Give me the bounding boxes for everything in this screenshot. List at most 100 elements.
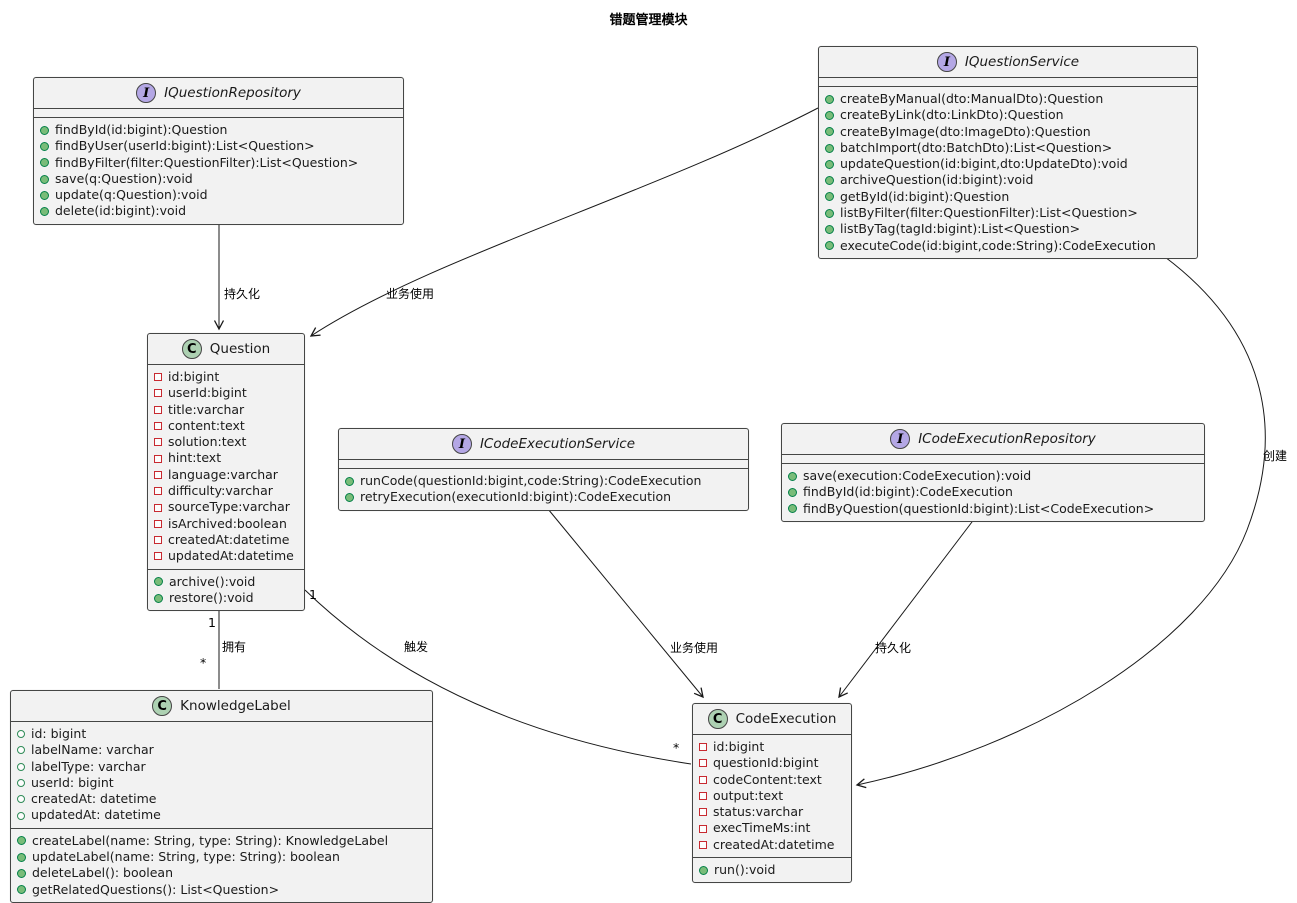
- methods-compartment: run():void: [693, 857, 851, 882]
- method-icon: [788, 487, 797, 497]
- member-text: status:varchar: [713, 804, 804, 820]
- edge-label-use-bottom: 业务使用: [670, 641, 719, 655]
- member-row: labelName: varchar: [17, 742, 426, 758]
- member-text: createByLink(dto:LinkDto):Question: [840, 107, 1064, 123]
- member-row: createdAt:datetime: [699, 837, 845, 853]
- class-name: ICodeExecutionService: [479, 436, 636, 452]
- member-row: retryExecution(executionId:bigint):CodeE…: [345, 489, 742, 505]
- member-row: executeCode(id:bigint,code:String):CodeE…: [825, 238, 1191, 254]
- method-icon: [825, 192, 834, 202]
- edge-create-service-to-codeexecution: [855, 256, 1266, 789]
- field-private-icon: [154, 470, 162, 479]
- member-row: findByUser(userId:bigint):List<Question>: [40, 138, 397, 154]
- method-icon: [825, 176, 834, 186]
- class-header: C KnowledgeLabel: [11, 691, 432, 722]
- member-text: id:bigint: [713, 739, 765, 754]
- field-private-icon: [699, 743, 707, 752]
- member-row: batchImport(dto:BatchDto):List<Question>: [825, 140, 1191, 156]
- member-text: findByFilter(filter:QuestionFilter):List…: [55, 154, 359, 170]
- method-icon: [699, 865, 708, 875]
- member-text: createdAt:datetime: [713, 836, 835, 852]
- class-box-icodeexecutionrepository: I ICodeExecutionRepository save(executio…: [781, 423, 1205, 522]
- member-text: codeContent:text: [713, 771, 822, 787]
- member-text: id:bigint: [168, 369, 220, 384]
- interface-badge-icon: I: [890, 429, 911, 449]
- member-text: findByQuestion(questionId:bigint):List<C…: [803, 500, 1155, 516]
- edge-label-persist-bottom: 持久化: [875, 641, 912, 655]
- member-row: id:bigint: [699, 739, 845, 755]
- member-row: createByManual(dto:ManualDto):Question: [825, 91, 1191, 107]
- class-header: C CodeExecution: [693, 704, 851, 735]
- member-text: questionId:bigint: [713, 755, 819, 771]
- field-public-icon: [17, 795, 25, 804]
- field-public-icon: [17, 779, 25, 788]
- member-text: labelName: varchar: [31, 742, 154, 758]
- member-text: title:varchar: [168, 401, 245, 417]
- class-header: C Question: [148, 334, 304, 365]
- method-icon: [825, 208, 834, 218]
- edge-label-create: 创建: [1263, 449, 1288, 463]
- member-row: findById(id:bigint):Question: [40, 122, 397, 138]
- member-row: sourceType:varchar: [154, 499, 298, 515]
- edge-label-use-top: 业务使用: [386, 287, 435, 301]
- method-icon: [825, 110, 834, 120]
- field-public-icon: [17, 762, 25, 771]
- member-text: output:text: [713, 787, 784, 803]
- member-text: deleteLabel(): boolean: [32, 865, 174, 881]
- edge-label-trigger: 触发: [404, 640, 429, 654]
- method-icon: [825, 94, 834, 104]
- member-row: createdAt: datetime: [17, 791, 426, 807]
- member-row: hint:text: [154, 450, 298, 466]
- member-row: language:varchar: [154, 467, 298, 483]
- field-private-icon: [154, 503, 162, 512]
- member-row: findByFilter(filter:QuestionFilter):List…: [40, 155, 397, 171]
- edge-use-codeexecservice-to-codeexecution: [547, 508, 704, 699]
- class-box-iquestionservice: I IQuestionService createByManual(dto:Ma…: [818, 46, 1198, 259]
- diagram-title: 错题管理模块: [609, 13, 688, 28]
- class-badge-icon: C: [707, 709, 728, 729]
- multiplicity-trigger-one: 1: [309, 587, 317, 602]
- member-row: createLabel(name: String, type: String):…: [17, 833, 426, 849]
- member-text: sourceType:varchar: [168, 499, 290, 515]
- member-row: update(q:Question):void: [40, 187, 397, 203]
- class-header: I ICodeExecutionService: [339, 429, 748, 460]
- member-row: id: bigint: [17, 726, 426, 742]
- member-text: updateQuestion(id:bigint,dto:UpdateDto):…: [840, 156, 1128, 172]
- interface-badge-icon: I: [451, 434, 472, 454]
- class-badge-icon: C: [152, 696, 173, 716]
- member-row: createdAt:datetime: [154, 532, 298, 548]
- class-header: I ICodeExecutionRepository: [782, 424, 1204, 455]
- class-name: Question: [209, 341, 271, 357]
- method-icon: [40, 207, 49, 217]
- field-private-icon: [154, 405, 162, 414]
- method-icon: [40, 125, 49, 135]
- attributes-compartment: [34, 109, 403, 117]
- field-public-icon: [17, 730, 25, 739]
- member-text: restore():void: [169, 589, 254, 605]
- member-text: createdAt: datetime: [31, 791, 157, 807]
- method-icon: [345, 492, 354, 502]
- member-text: save(q:Question):void: [55, 170, 193, 186]
- edge-use-service-to-question: [309, 107, 819, 337]
- method-icon: [825, 127, 834, 137]
- multiplicity-own-many: *: [200, 655, 207, 670]
- method-icon: [788, 471, 797, 481]
- member-text: isArchived:boolean: [168, 515, 287, 531]
- member-text: listByFilter(filter:QuestionFilter):List…: [840, 205, 1138, 221]
- method-icon: [17, 869, 26, 879]
- member-text: getRelatedQuestions(): List<Question>: [32, 881, 280, 897]
- member-text: runCode(questionId:bigint,code:String):C…: [360, 473, 702, 488]
- member-row: findByQuestion(questionId:bigint):List<C…: [788, 501, 1198, 517]
- member-row: userId: bigint: [17, 775, 426, 791]
- class-box-icodeexecutionservice: I ICodeExecutionService runCode(question…: [338, 428, 749, 511]
- member-text: hint:text: [168, 450, 222, 466]
- interface-badge-icon: I: [936, 52, 957, 72]
- member-text: createByImage(dto:ImageDto):Question: [840, 123, 1091, 139]
- attributes-compartment: [782, 455, 1204, 463]
- member-text: listByTag(tagId:bigint):List<Question>: [840, 221, 1081, 237]
